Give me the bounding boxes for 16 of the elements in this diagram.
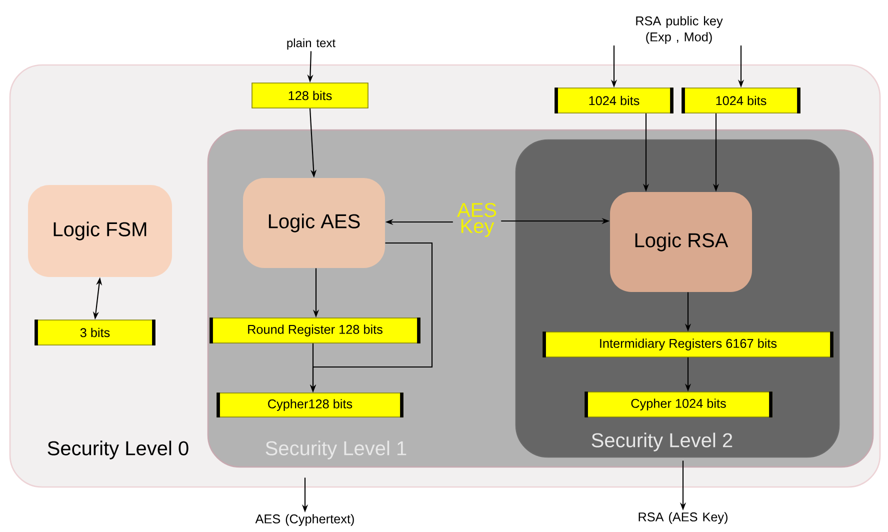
- register-box: 1024 bits: [554, 88, 674, 114]
- register-box: 128 bits: [252, 82, 368, 108]
- input-label: RSA public key (Exp , Mod): [636, 16, 723, 44]
- logic-block: Logic FSM: [28, 185, 172, 277]
- register-box: Cypher 1024 bits: [584, 392, 772, 418]
- register-box: 3 bits: [34, 320, 156, 346]
- input-label: plain text: [287, 38, 336, 50]
- output-label: AES (Cyphertext): [255, 514, 354, 526]
- register-box: 1024 bits: [682, 88, 800, 114]
- key-label: AES Key: [457, 202, 496, 238]
- register-box: Intermidiary Registers 6167 bits: [542, 332, 834, 358]
- register-box: Cypher128 bits: [216, 392, 404, 418]
- logic-block: Logic RSA: [610, 192, 752, 292]
- register-box: Round Register 128 bits: [210, 318, 420, 344]
- logic-block: Logic AES: [243, 178, 385, 268]
- output-label: RSA (AES Key): [638, 512, 728, 524]
